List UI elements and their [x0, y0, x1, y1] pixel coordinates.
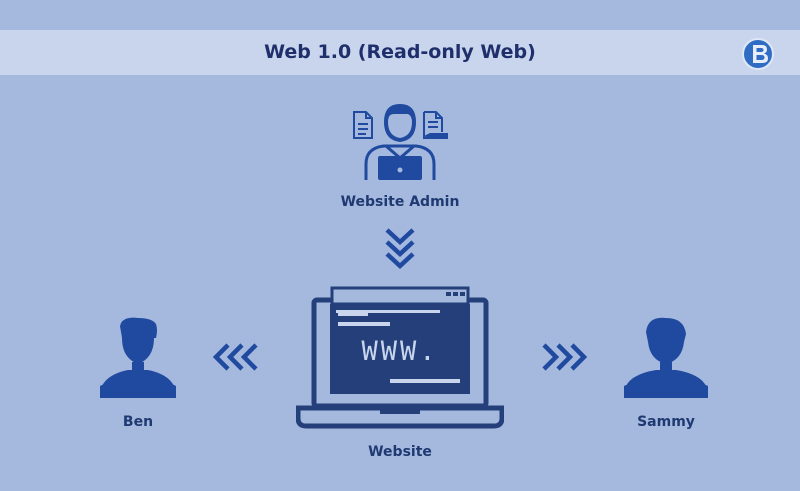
brand-logo-icon	[742, 38, 774, 70]
sammy-label: Sammy	[637, 414, 695, 430]
chevron-left-icon	[212, 343, 258, 371]
user-ben-icon	[100, 317, 176, 398]
chevron-down-icon	[385, 228, 415, 270]
chevron-right-icon	[542, 343, 588, 371]
website-screen-text: WWW.	[361, 336, 439, 367]
page-title: Web 1.0 (Read-only Web)	[264, 41, 536, 63]
user-sammy-icon	[624, 317, 708, 398]
ben-label: Ben	[122, 414, 154, 430]
website-admin-icon	[353, 104, 448, 180]
website-label: Website	[368, 444, 432, 460]
website-laptop-icon	[296, 286, 504, 429]
website-admin-label: Website Admin	[340, 194, 460, 210]
document-icon	[353, 111, 373, 139]
title-bar: Web 1.0 (Read-only Web)	[0, 30, 800, 75]
